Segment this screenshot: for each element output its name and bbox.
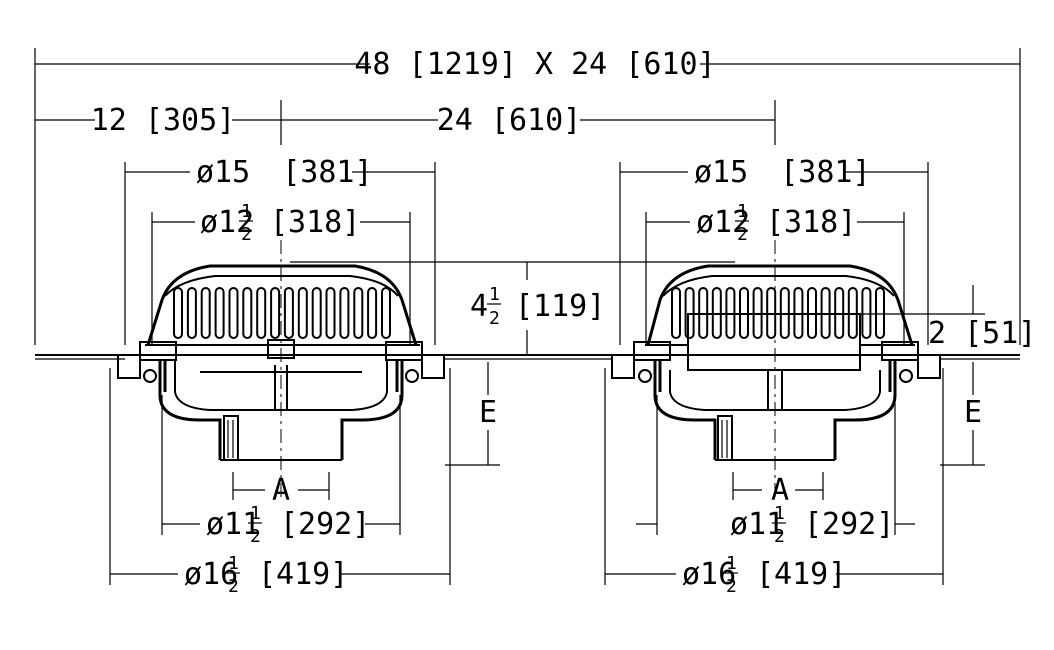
- dome-height-den: 2: [489, 308, 500, 329]
- right-dia16-prefix: ø16: [682, 557, 736, 592]
- left-dome-rib: [367, 287, 378, 339]
- left-dia12-dimension: ø12 1 2 [318]: [151, 201, 411, 345]
- left-dome: [145, 264, 420, 346]
- right-dia15-prefix: ø15: [694, 155, 748, 190]
- right-dia11-metric: [292]: [804, 507, 894, 542]
- left-dia11-metric: [292]: [280, 507, 370, 542]
- left-dome-rib: [325, 287, 336, 339]
- left-dome-rib: [353, 287, 364, 339]
- left-dia15-prefix: ø15: [196, 155, 250, 190]
- center-spacing-label: 24 [610]: [437, 103, 582, 138]
- right-dia16-den: 2: [726, 576, 737, 597]
- right-E-label: E: [964, 395, 982, 430]
- svg-text:ø15 [381]: ø15 [381]: [694, 155, 871, 190]
- dome-height-metric: [119]: [515, 289, 605, 324]
- left-E-dimension: E: [445, 362, 500, 466]
- left-dome-rib: [214, 287, 225, 339]
- left-dia16-prefix: ø16: [184, 557, 238, 592]
- left-dome-rib: [228, 287, 239, 339]
- right-dome-rib: [875, 287, 885, 339]
- right-dia15-dimension: ø15 [381]: [619, 155, 929, 345]
- left-dome-rib: [381, 287, 391, 339]
- left-dome-rib: [270, 287, 281, 339]
- right-dia11-den: 2: [774, 526, 785, 547]
- left-dome-rib: [200, 287, 211, 339]
- dome-height-num: 1: [489, 284, 500, 305]
- right-E-dimension: E: [940, 395, 985, 466]
- right-dia16-num: 1: [726, 553, 737, 574]
- left-dome-rib: [297, 287, 308, 339]
- right-dia12-den: 2: [737, 224, 748, 245]
- overall-dimension: 48 [1219] X 24 [610]: [34, 47, 1021, 345]
- right-dome-rib: [671, 287, 681, 339]
- right-dia16-dimension: ø16 1 2 [419]: [604, 368, 944, 597]
- left-dia16-den: 2: [228, 576, 239, 597]
- left-dia16-num: 1: [228, 553, 239, 574]
- svg-text:ø15 [381]: ø15 [381]: [196, 155, 373, 190]
- left-dia12-den: 2: [241, 224, 252, 245]
- left-offset-label: 12 [305]: [91, 103, 236, 138]
- left-A-label: A: [272, 473, 290, 508]
- left-drain: ø15 [381] ø12 1 2 [318] A: [109, 155, 500, 597]
- left-dome-rib: [311, 287, 322, 339]
- left-dia16-dimension: ø16 1 2 [419]: [109, 368, 451, 597]
- right-dome: [645, 264, 915, 371]
- right-dia11-dimension: ø11 1 2 [292]: [636, 395, 915, 547]
- left-A-dimension: A: [232, 472, 330, 508]
- left-dome-rib: [186, 287, 197, 339]
- right-dia12-num: 1: [737, 201, 748, 222]
- dome-height-dimension: 4 1 2 [119]: [290, 261, 735, 355]
- left-dia12-metric: [318]: [270, 205, 360, 240]
- left-E-label: E: [479, 395, 497, 430]
- left-dia12-prefix: ø12: [200, 205, 254, 240]
- right-dia12-metric: [318]: [766, 205, 856, 240]
- left-dia11-prefix: ø11: [206, 507, 260, 542]
- right-dia15-metric: [381]: [780, 155, 870, 190]
- left-dia11-num: 1: [250, 503, 261, 524]
- roof-deck: [35, 354, 1020, 360]
- right-dia12-dimension: ø12 1 2 [318]: [645, 201, 905, 345]
- right-dia12-prefix: ø12: [696, 205, 750, 240]
- right-drain-body: [611, 341, 941, 461]
- right-A-label: A: [771, 473, 789, 508]
- right-dia11-num: 1: [774, 503, 785, 524]
- left-drain-body: [117, 339, 445, 461]
- right-dia16-metric: [419]: [756, 557, 846, 592]
- extension-label: 2 [51]: [928, 316, 1036, 351]
- offset-dimensions: 12 [305] 24 [610]: [35, 100, 776, 145]
- right-A-dimension: A: [732, 472, 824, 508]
- extension-dimension: 2 [51]: [860, 285, 1036, 395]
- right-dome-rib: [861, 287, 872, 339]
- left-dia15-metric: [381]: [282, 155, 372, 190]
- right-drain: ø15 [381] ø12 1 2 [318] 2 [51]: [604, 155, 1036, 597]
- left-dome-rib: [339, 287, 350, 339]
- left-dia11-den: 2: [250, 526, 261, 547]
- left-dome-rib: [256, 287, 267, 339]
- dome-height-whole: 4: [470, 289, 488, 324]
- left-dome-rib: [242, 287, 253, 339]
- left-dia15-dimension: ø15 [381]: [124, 155, 436, 345]
- left-dome-rib: [173, 287, 183, 339]
- left-dome-rib: [283, 287, 294, 339]
- left-dia12-num: 1: [241, 201, 252, 222]
- left-dia16-metric: [419]: [258, 557, 348, 592]
- left-dia11-dimension: ø11 1 2 [292]: [161, 395, 401, 547]
- overall-dimension-label: 48 [1219] X 24 [610]: [354, 47, 715, 82]
- right-dia11-prefix: ø11: [730, 507, 784, 542]
